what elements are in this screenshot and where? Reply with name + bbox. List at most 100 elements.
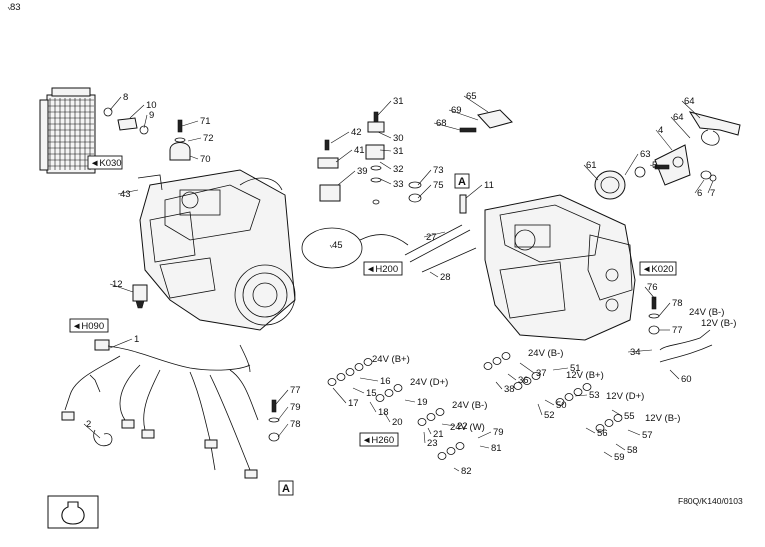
- callout-30: 30: [393, 133, 404, 144]
- leader-32: [379, 161, 392, 170]
- leader-28: [429, 271, 439, 278]
- ref-h090[interactable]: ◄H090: [69, 318, 109, 333]
- leader-7: [707, 180, 714, 194]
- callout-17: 17: [348, 398, 359, 409]
- washer-icon: [613, 414, 623, 422]
- callout-70: 70: [200, 154, 211, 165]
- leader-43: [117, 189, 139, 195]
- callout-75: 75: [433, 180, 444, 191]
- callout-68: 68: [436, 118, 447, 129]
- callout-34: 34: [630, 347, 641, 358]
- washer-icon: [573, 388, 583, 396]
- washer-icon: [483, 362, 493, 370]
- voltage-label: 24V (B-): [452, 400, 487, 411]
- washer-icon: [604, 419, 614, 427]
- leader-5: [649, 164, 661, 169]
- leader-23: [423, 431, 426, 444]
- washer-icon: [336, 373, 346, 381]
- callout-65: 65: [466, 91, 477, 102]
- callout-59: 59: [614, 452, 625, 463]
- leader-51: [552, 367, 569, 371]
- leader-63: [624, 153, 639, 176]
- oil-cooler: [39, 87, 96, 174]
- leader-82: [453, 467, 460, 472]
- callout-18: 18: [378, 407, 389, 418]
- leader-83: [7, 6, 11, 11]
- leader-45: [329, 244, 333, 249]
- ref-a-top-label: A: [458, 176, 466, 188]
- voltage-label: 12V (B-): [701, 318, 736, 329]
- leader-65: [463, 95, 489, 113]
- leader-37: [519, 362, 535, 374]
- callout-52: 52: [544, 410, 555, 421]
- voltage-label: 12V (D+): [606, 391, 644, 402]
- leader-79: [277, 406, 289, 421]
- leader-11: [465, 184, 483, 199]
- callout-78: 78: [672, 298, 683, 309]
- leader-39: [337, 170, 356, 186]
- washer-icon: [393, 384, 403, 392]
- callout-63: 63: [640, 149, 651, 160]
- leader-19: [404, 399, 416, 403]
- callout-31: 31: [393, 96, 404, 107]
- ref-h200-label: ◄H200: [366, 264, 398, 275]
- callout-27: 27: [426, 232, 437, 243]
- leader-79: [477, 431, 492, 439]
- leader-2: [83, 423, 101, 439]
- washer-icon: [501, 352, 511, 360]
- leader-64: [670, 116, 691, 139]
- ref-h090-label: ◄H090: [72, 321, 104, 332]
- leader-4: [655, 129, 673, 151]
- callout-82: 82: [461, 466, 472, 477]
- leader-75: [417, 184, 432, 199]
- callout-71: 71: [200, 116, 211, 127]
- callout-45: 45: [332, 240, 343, 251]
- leader-21: [427, 427, 432, 435]
- washer-icon: [354, 363, 364, 371]
- ref-h200[interactable]: ◄H200: [363, 261, 403, 276]
- callout-50: 50: [556, 400, 567, 411]
- leader-15: [352, 387, 365, 394]
- engine-left: [137, 169, 296, 331]
- wiring-harness: [61, 339, 259, 479]
- washer-icon: [345, 368, 355, 376]
- callout-53: 53: [589, 390, 600, 401]
- washer-icon: [363, 358, 373, 366]
- callout-42: 42: [351, 127, 362, 138]
- leader-18: [369, 401, 377, 413]
- ref-k030[interactable]: ◄K030: [87, 155, 123, 170]
- leader-17: [332, 387, 347, 404]
- leader-lines: [7, 6, 714, 472]
- leader-6: [694, 179, 705, 194]
- washer-icon: [417, 418, 427, 426]
- leader-69: [448, 109, 479, 121]
- ref-a-top[interactable]: A: [454, 173, 470, 189]
- washer-icon: [522, 377, 532, 385]
- ref-h260-label: ◄H260: [362, 435, 394, 446]
- leader-53: [574, 394, 588, 397]
- leader-78: [658, 302, 671, 317]
- callout-60: 60: [681, 374, 692, 385]
- leader-56: [585, 427, 596, 434]
- washer-icon: [437, 452, 447, 460]
- leader-81: [479, 445, 490, 449]
- callout-77: 77: [672, 325, 683, 336]
- washer-icon: [564, 393, 574, 401]
- washer-icon: [327, 378, 337, 386]
- callout-16: 16: [380, 376, 391, 387]
- washer-icon: [555, 398, 565, 406]
- ref-h260[interactable]: ◄H260: [359, 432, 399, 447]
- washer-icon: [426, 413, 436, 421]
- voltage-label: 12V (B+): [566, 370, 604, 381]
- ref-a-bottom[interactable]: A: [278, 480, 294, 496]
- callout-33: 33: [393, 179, 404, 190]
- callout-31: 31: [393, 146, 404, 157]
- ref-k020-label: ◄K020: [642, 264, 674, 275]
- ref-a-bottom-label: A: [282, 483, 290, 495]
- leader-9: [143, 114, 148, 129]
- callout-39: 39: [357, 166, 368, 177]
- leader-55: [611, 409, 623, 417]
- ref-k020[interactable]: ◄K020: [639, 261, 677, 276]
